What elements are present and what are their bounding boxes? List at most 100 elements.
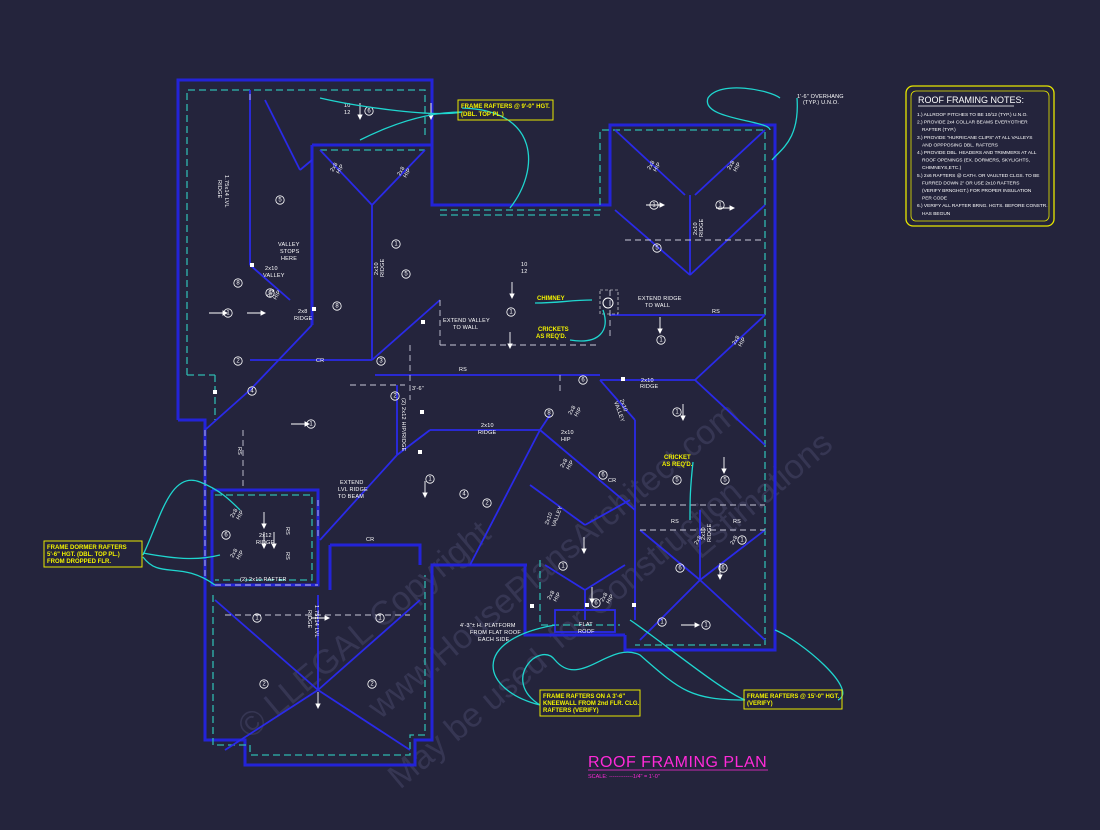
rafter-callout: 2 <box>482 498 492 508</box>
rafter-callout: 1 <box>656 335 666 345</box>
svg-text:2x12: 2x12 <box>259 533 272 539</box>
extend-lvl-label: EXTEND <box>340 480 364 486</box>
svg-text:FRAME RAFTERS ON A 3'-6": FRAME RAFTERS ON A 3'-6" <box>543 694 625 700</box>
rafter-callout: 1 <box>701 620 711 630</box>
rafter-callout: 5 <box>275 195 285 205</box>
svg-text:RS: RS <box>284 527 290 535</box>
svg-text:KNEEWALL FROM 2nd FLR. CLG.: KNEEWALL FROM 2nd FLR. CLG. <box>543 701 640 707</box>
post-markers <box>213 263 636 608</box>
rafter-arrow <box>291 421 311 427</box>
rafter-callout: 2 <box>367 679 377 689</box>
leader-lines <box>142 87 844 706</box>
note-line: RAFTER (TYP.) <box>922 127 956 133</box>
rafter-arrow <box>247 310 267 316</box>
rafter-callout: 6 <box>578 375 588 385</box>
rafter-callout: 4 <box>459 489 469 499</box>
note-line: (VERIFY BRNGHGT.) FOR PROPER INSULATION <box>922 188 1032 194</box>
rafter-callout-number: 6 <box>721 566 725 572</box>
svg-text:2x8: 2x8 <box>694 535 704 546</box>
rafter-callout-number: 6 <box>678 566 682 572</box>
svg-text:HIP: HIP <box>653 161 663 173</box>
svg-text:CR: CR <box>608 478 616 484</box>
rafter-arrow <box>680 404 686 422</box>
rafter-2x10-label: (2) 2x10 RAFTER <box>240 577 287 583</box>
rafter-arrow <box>581 537 587 555</box>
svg-text:2x8: 2x8 <box>267 288 277 299</box>
svg-text:TO BEAM: TO BEAM <box>338 494 364 500</box>
rafter-callout: 1 <box>558 561 568 571</box>
rafter-callout-number: 6 <box>268 291 272 297</box>
rafter-arrow <box>422 481 428 499</box>
svg-text:12: 12 <box>521 269 528 275</box>
note-line: HAS BEGUN <box>922 211 951 217</box>
svg-text:HIP: HIP <box>236 549 246 561</box>
svg-text:2x10: 2x10 <box>481 423 494 429</box>
svg-text:HIP: HIP <box>336 163 346 175</box>
rafter-callout-number: 1 <box>561 564 565 570</box>
rafter-callout-number: 1 <box>704 623 708 629</box>
svg-text:2x10: 2x10 <box>374 262 380 275</box>
rafter-arrow <box>721 457 727 475</box>
callout-kneewall: FRAME RAFTERS ON A 3'-6" KNEEWALL FROM 2… <box>539 689 641 717</box>
svg-text:RIDGE: RIDGE <box>380 258 386 277</box>
svg-text:CHIMNEY: CHIMNEY <box>537 296 565 302</box>
flat-roof-label: FLAT <box>579 622 593 628</box>
rafter-callout: 6 <box>221 530 231 540</box>
svg-text:LVL RIDGE: LVL RIDGE <box>338 487 368 493</box>
rafter-arrow <box>261 532 267 550</box>
svg-text:RIDGE: RIDGE <box>707 523 713 542</box>
svg-text:2x10: 2x10 <box>641 378 654 384</box>
rafter-callout-number: 6 <box>594 601 598 607</box>
rafter-arrow <box>681 622 701 628</box>
roof-framing-notes: ROOF FRAMING NOTES: 1.) ALLROOF PITCHES … <box>905 85 1055 227</box>
svg-text:10: 10 <box>521 262 528 268</box>
note-line: 3.) PROVIDE "HURRICANE CLIPS" AT ALL VAL… <box>917 135 1032 141</box>
svg-text:HIP: HIP <box>236 509 246 521</box>
svg-text:RS: RS <box>712 309 720 315</box>
svg-text:2x8: 2x8 <box>727 160 737 171</box>
rafter-callout: 8 <box>332 301 342 311</box>
svg-text:RS: RS <box>284 552 290 560</box>
callout-overhang: 1'-6" OVERHANG (TYP.) U.N.O. <box>797 94 844 106</box>
svg-text:TO WALL: TO WALL <box>645 303 670 309</box>
plan-title: ROOF FRAMING PLAN SCALE: -------------1/… <box>588 754 768 780</box>
rafter-callout-number: 4 <box>462 492 466 498</box>
rafter-arrow <box>315 692 321 710</box>
rafter-callout: 1 <box>715 200 725 210</box>
rafter-callout-number: 1 <box>378 616 382 622</box>
rafter-callout-number: 5 <box>723 478 727 484</box>
rafter-callout-number: 1 <box>718 203 722 209</box>
svg-text:2x8: 2x8 <box>330 162 340 173</box>
svg-text:2x8: 2x8 <box>230 548 240 559</box>
watermark: © LLEGAL Copyright www.HousePlansArchite… <box>231 395 840 797</box>
svg-text:TO WALL: TO WALL <box>453 325 478 331</box>
rafter-callout: 1 <box>649 200 659 210</box>
rafter-callout-number: 1 <box>652 203 656 209</box>
rafter-callout: 4 <box>247 386 257 396</box>
svg-text:AS REQ'D.: AS REQ'D. <box>662 462 693 468</box>
svg-text:CRICKETS: CRICKETS <box>538 327 569 333</box>
svg-text:HIP: HIP <box>561 437 571 443</box>
note-line: 6.) VERIFY ALL RAFTER BRNG. HGTS. BEFORE… <box>917 203 1048 209</box>
title-text: ROOF FRAMING PLAN <box>588 754 767 771</box>
rafter-callout: 5 <box>672 475 682 485</box>
svg-text:2x10: 2x10 <box>693 222 699 235</box>
svg-text:RIDGE: RIDGE <box>699 218 705 237</box>
rafter-callout: 6 <box>591 598 601 608</box>
rafter-callout: 1 <box>506 307 516 317</box>
rafter-callout-number: 1 <box>740 538 744 544</box>
svg-text:RIDGE: RIDGE <box>640 384 659 390</box>
rafter-callout-number: 6 <box>224 533 228 539</box>
note-line: CHIMNEYS,ETC.) <box>922 165 962 171</box>
svg-text:RS: RS <box>236 447 242 455</box>
svg-text:FROM FLAT ROOF: FROM FLAT ROOF <box>470 630 521 636</box>
dimension-label: 3'-6" <box>412 386 424 392</box>
hip-ridge-label: (2) 2x12 HIP/RIDGE <box>400 398 406 452</box>
rafter-callout: 6 <box>265 288 275 298</box>
svg-text:HIP: HIP <box>553 591 563 603</box>
svg-text:RS: RS <box>671 519 679 525</box>
note-line: AND OPPPOSING DBL. RAFTERS <box>922 142 998 148</box>
svg-text:RIDGE: RIDGE <box>256 540 275 546</box>
rafter-callout-number: 5 <box>655 246 659 252</box>
rafter-callout-number: 5 <box>404 272 408 278</box>
